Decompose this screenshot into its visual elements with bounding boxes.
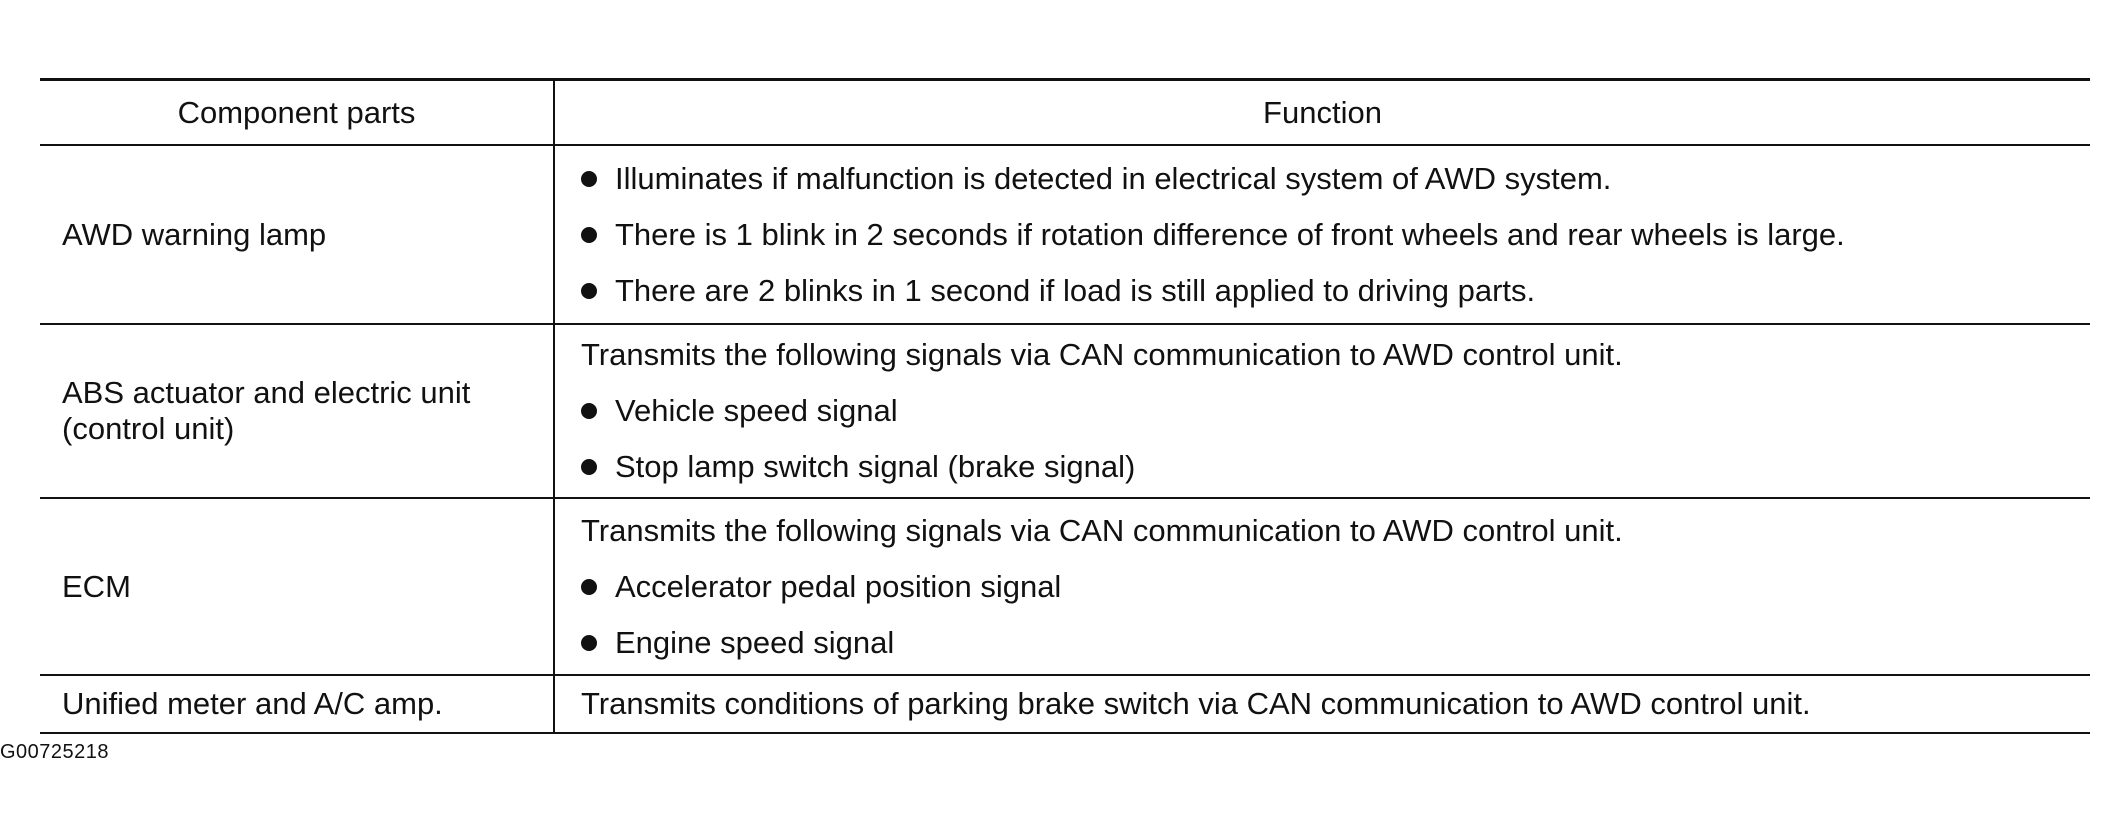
function-line: Transmits conditions of parking brake sw…: [581, 676, 2090, 732]
function-cell: Transmits conditions of parking brake sw…: [554, 675, 2090, 734]
bullet-icon: [581, 459, 597, 475]
function-line: Transmits the following signals via CAN …: [581, 327, 2090, 383]
header-component-parts: Component parts: [40, 78, 555, 146]
function-line: There are 2 blinks in 1 second if load i…: [581, 263, 2090, 319]
table-row: ECM Transmits the following signals via …: [40, 498, 2090, 676]
function-text: Transmits the following signals via CAN …: [581, 337, 1623, 373]
bullet-icon: [581, 170, 597, 187]
bullet-icon: [581, 403, 597, 419]
function-text: There are 2 blinks in 1 second if load i…: [615, 272, 1536, 308]
bullet-icon: [581, 634, 597, 651]
function-line: Stop lamp switch signal (brake signal): [581, 439, 2090, 495]
function-cell: Transmits the following signals via CAN …: [554, 324, 2090, 499]
bullet-icon: [581, 578, 597, 595]
table-row: AWD warning lamp Illuminates if malfunct…: [40, 145, 2090, 325]
function-text: Engine speed signal: [615, 624, 895, 660]
bullet-icon: [581, 226, 597, 243]
function-cell: Illuminates if malfunction is detected i…: [554, 145, 2090, 325]
function-line: Accelerator pedal position signal: [581, 559, 2090, 615]
function-line: Transmits the following signals via CAN …: [581, 503, 2090, 559]
function-cell: Transmits the following signals via CAN …: [554, 498, 2090, 676]
table-header-row: Component parts Function: [40, 78, 2090, 146]
table-row: Unified meter and A/C amp. Transmits con…: [40, 675, 2090, 734]
function-text: Accelerator pedal position signal: [615, 568, 1062, 604]
bullet-icon: [581, 282, 597, 299]
figure-id-caption: G00725218: [0, 741, 110, 763]
function-text: Illuminates if malfunction is detected i…: [615, 160, 1612, 196]
function-line: Illuminates if malfunction is detected i…: [581, 151, 2090, 207]
function-text: Transmits conditions of parking brake sw…: [581, 686, 1811, 722]
function-text: Transmits the following signals via CAN …: [581, 512, 1623, 548]
component-cell: ECM: [40, 498, 555, 676]
function-text: There is 1 blink in 2 seconds if rotatio…: [615, 216, 1845, 252]
function-line: There is 1 blink in 2 seconds if rotatio…: [581, 207, 2090, 263]
function-line: Vehicle speed signal: [581, 383, 2090, 439]
component-cell: ABS actuator and electric unit (control …: [40, 324, 555, 499]
function-line: Engine speed signal: [581, 615, 2090, 671]
header-function: Function: [554, 78, 2090, 146]
function-text: Vehicle speed signal: [615, 393, 898, 429]
component-cell: AWD warning lamp: [40, 145, 555, 325]
component-cell: Unified meter and A/C amp.: [40, 675, 555, 734]
function-text: Stop lamp switch signal (brake signal): [615, 449, 1136, 485]
component-function-table: Component parts Function AWD warning lam…: [40, 78, 2090, 734]
table-row: ABS actuator and electric unit (control …: [40, 324, 2090, 499]
